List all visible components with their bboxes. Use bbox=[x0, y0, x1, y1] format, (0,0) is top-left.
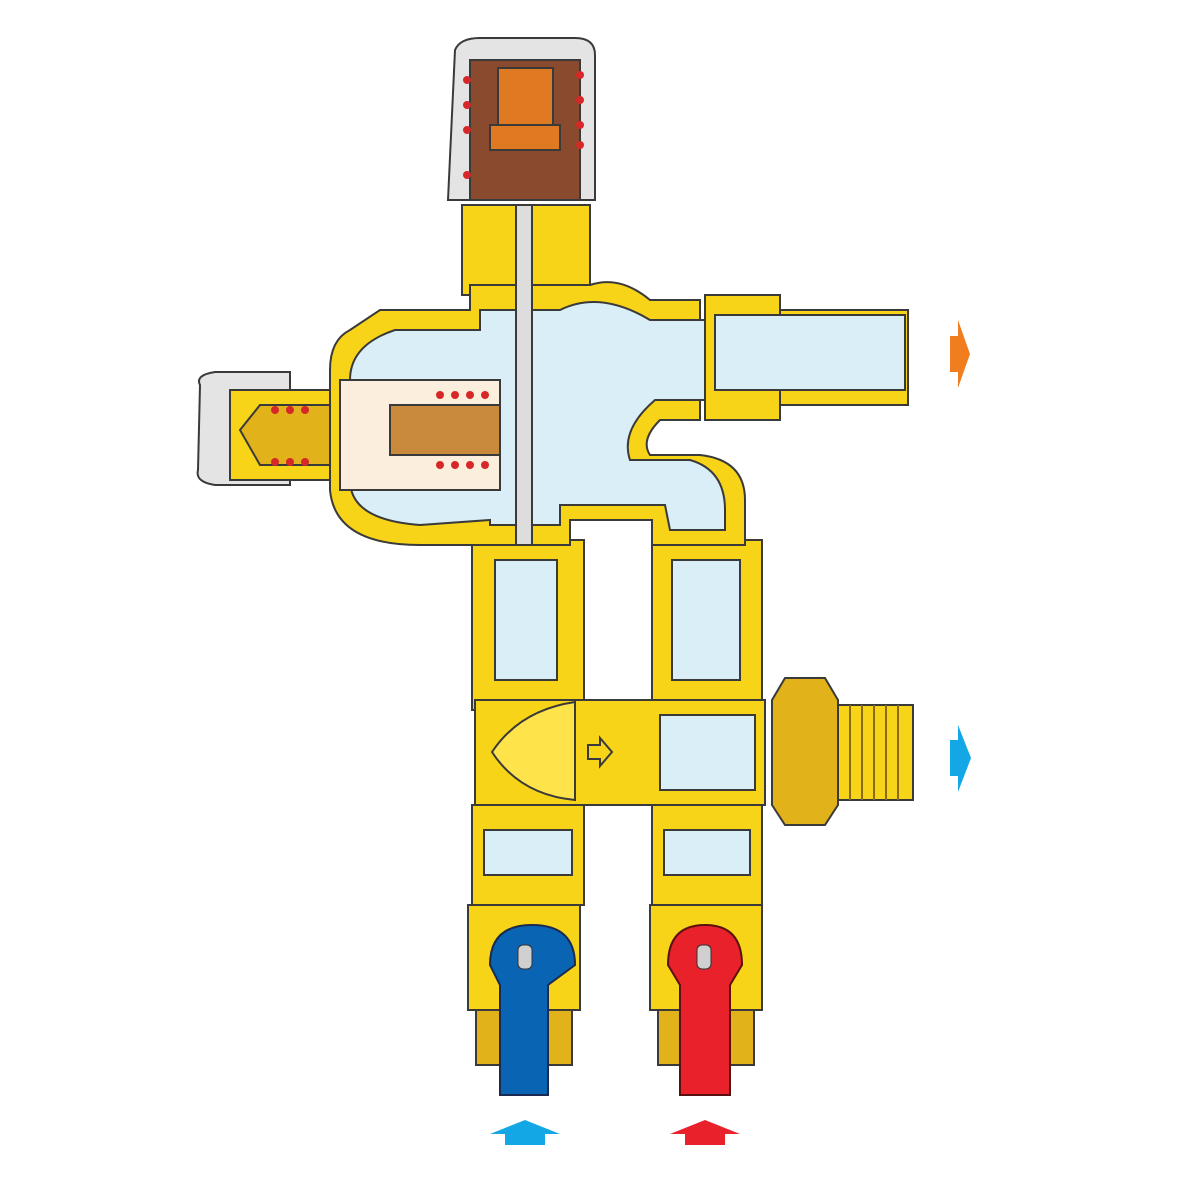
hot-valve-handle[interactable] bbox=[666, 923, 744, 1096]
left-column-body bbox=[461, 204, 591, 906]
mixed-outlet-arrow-icon bbox=[950, 320, 970, 388]
flow-direction-icon bbox=[587, 735, 614, 769]
knob-spring-icon bbox=[271, 406, 309, 466]
thermostatic-element bbox=[339, 379, 501, 491]
mixed-outlet-pipe bbox=[704, 294, 909, 421]
actuator-head[interactable] bbox=[446, 37, 596, 201]
actuator-spring-icon bbox=[463, 71, 584, 179]
bypass-outlet-fitting bbox=[771, 677, 914, 826]
cold-inlet-arrow-icon bbox=[490, 1120, 560, 1145]
cold-valve-handle[interactable] bbox=[488, 923, 577, 1096]
element-spring-icon bbox=[436, 391, 489, 469]
valve-stem bbox=[515, 204, 533, 546]
bypass-bar bbox=[474, 699, 766, 806]
thermostat-knob[interactable] bbox=[196, 371, 331, 486]
cold-handle-slot-icon bbox=[517, 944, 533, 970]
bypass-outlet-arrow-icon bbox=[950, 725, 971, 792]
hot-inlet-arrow-icon bbox=[670, 1120, 740, 1145]
right-column-body bbox=[651, 539, 763, 906]
hot-handle-slot-icon bbox=[696, 944, 712, 970]
